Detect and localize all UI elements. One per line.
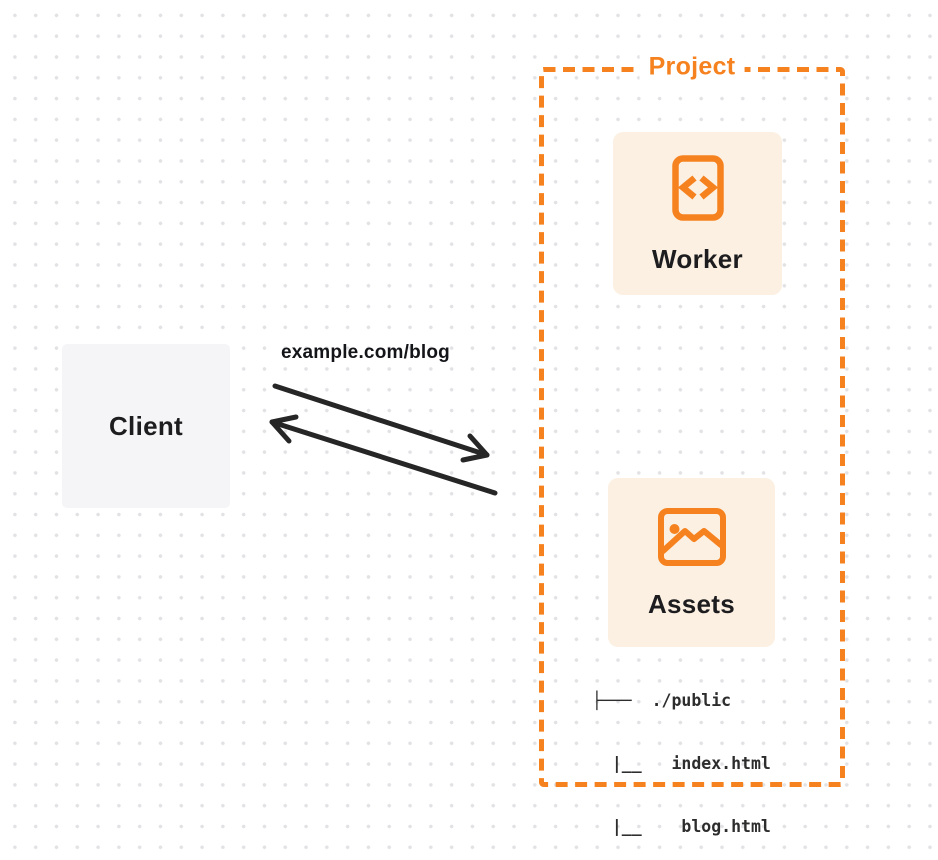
file-tree-line: |__ blog.html	[592, 817, 771, 836]
worker-node: Worker	[613, 132, 782, 295]
request-url-label: example.com/blog	[281, 342, 450, 363]
worker-label: Worker	[652, 244, 743, 274]
code-icon	[671, 155, 724, 221]
file-tree-line: ├─── ./public	[592, 691, 732, 710]
assets-node: Assets	[608, 478, 775, 647]
file-tree-line: |__ index.html	[592, 754, 771, 773]
client-node: Client	[62, 344, 230, 508]
file-tree: ├─── ./public |__ index.html |__ blog.ht…	[592, 648, 771, 860]
image-icon	[657, 508, 726, 566]
project-container: Project Worker Assets ├─── ./public |__ …	[539, 52, 845, 836]
project-title: Project	[639, 52, 745, 82]
response-arrow	[269, 414, 498, 496]
client-label: Client	[108, 410, 184, 441]
assets-label: Assets	[647, 589, 736, 619]
request-arrow	[272, 383, 490, 463]
